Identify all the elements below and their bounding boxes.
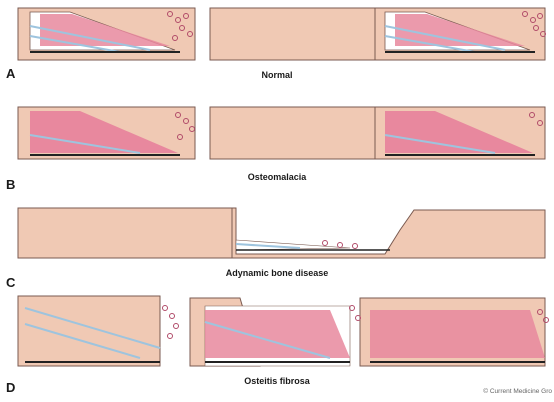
panel-osteitis-fibrosa: D Osteitis fibrosa — [0, 288, 554, 402]
osteomalacia-remodeling-diagram — [0, 97, 554, 167]
copyright-credit: © Current Medicine Gro — [483, 388, 552, 395]
panel-caption-normal: Normal — [0, 70, 554, 80]
adynamic-remodeling-diagram — [0, 200, 554, 270]
panel-normal: A Normal — [0, 0, 554, 85]
panel-osteomalacia: B Osteomalacia — [0, 97, 554, 192]
panel-caption-adynamic: Adynamic bone disease — [0, 268, 554, 278]
normal-remodeling-diagram — [0, 0, 554, 70]
panel-adynamic-bone-disease: C Adynamic bone disease — [0, 200, 554, 290]
panel-caption-osteomalacia: Osteomalacia — [0, 172, 554, 182]
osteitis-fibrosa-remodeling-diagram — [0, 288, 554, 368]
panel-caption-osteitis-fibrosa: Osteitis fibrosa — [0, 376, 554, 386]
